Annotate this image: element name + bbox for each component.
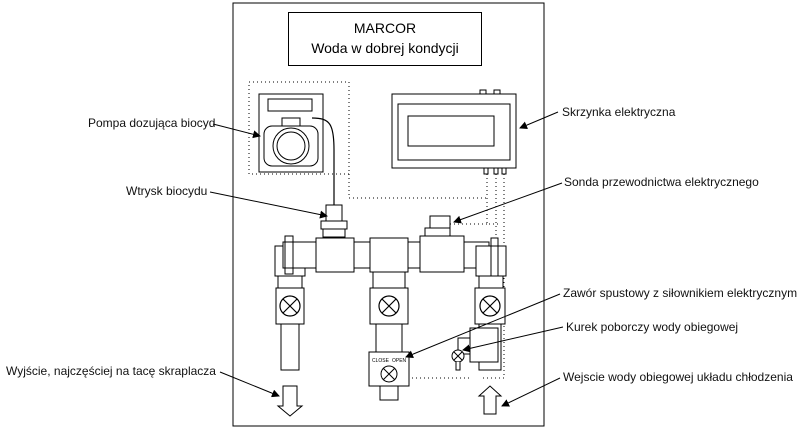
leader-lines bbox=[209, 111, 564, 407]
label-injection: Wtrysk biocydu bbox=[126, 184, 208, 198]
ball-valve-middle bbox=[378, 295, 400, 317]
injection-fitting bbox=[320, 204, 348, 238]
leader-inlet bbox=[501, 377, 561, 407]
inlet-flow-arrow bbox=[477, 385, 503, 415]
label-electrical-box: Skrzynka elektryczna bbox=[562, 105, 676, 119]
drain-valve-actuator bbox=[368, 351, 410, 401]
conductivity-probe bbox=[424, 215, 451, 238]
biocide-tube bbox=[311, 117, 335, 205]
leader-pump bbox=[212, 123, 261, 139]
label-drain-valve: Zawór spustowy z siłownikiem elektryczny… bbox=[563, 286, 798, 300]
leader-sampling-tap bbox=[462, 326, 564, 353]
label-inlet: Wejscie wody obiegowej układu chłodzenia bbox=[563, 370, 793, 384]
leader-electrical-box bbox=[519, 111, 559, 129]
leader-outlet bbox=[219, 371, 280, 398]
leader-injection bbox=[209, 191, 328, 219]
label-conductivity-probe: Sonda przewodnictwa elektrycznego bbox=[564, 175, 759, 189]
ball-valve-inlet bbox=[479, 295, 501, 317]
dosing-pump bbox=[258, 93, 324, 173]
title-subtitle: Woda w dobrej kondycji bbox=[311, 40, 459, 56]
label-outlet: Wyjście, najczęściej na tacę skraplacza bbox=[6, 364, 216, 378]
outlet-flow-arrow bbox=[276, 385, 304, 417]
leader-drain-valve bbox=[405, 293, 561, 359]
label-pump: Pompa dozująca biocyd bbox=[88, 116, 216, 130]
title-brand: MARCOR bbox=[353, 20, 417, 36]
electrical-box bbox=[391, 89, 517, 175]
ball-valve-outlet bbox=[279, 295, 301, 317]
leader-probe bbox=[453, 182, 563, 224]
open-mark: OPEN bbox=[392, 358, 407, 364]
label-sampling-tap: Kurek poborczy wody obiegowej bbox=[566, 320, 739, 334]
title-box: MARCOR Woda w dobrej kondycji bbox=[288, 12, 482, 66]
close-mark: CLOSE bbox=[372, 358, 390, 364]
